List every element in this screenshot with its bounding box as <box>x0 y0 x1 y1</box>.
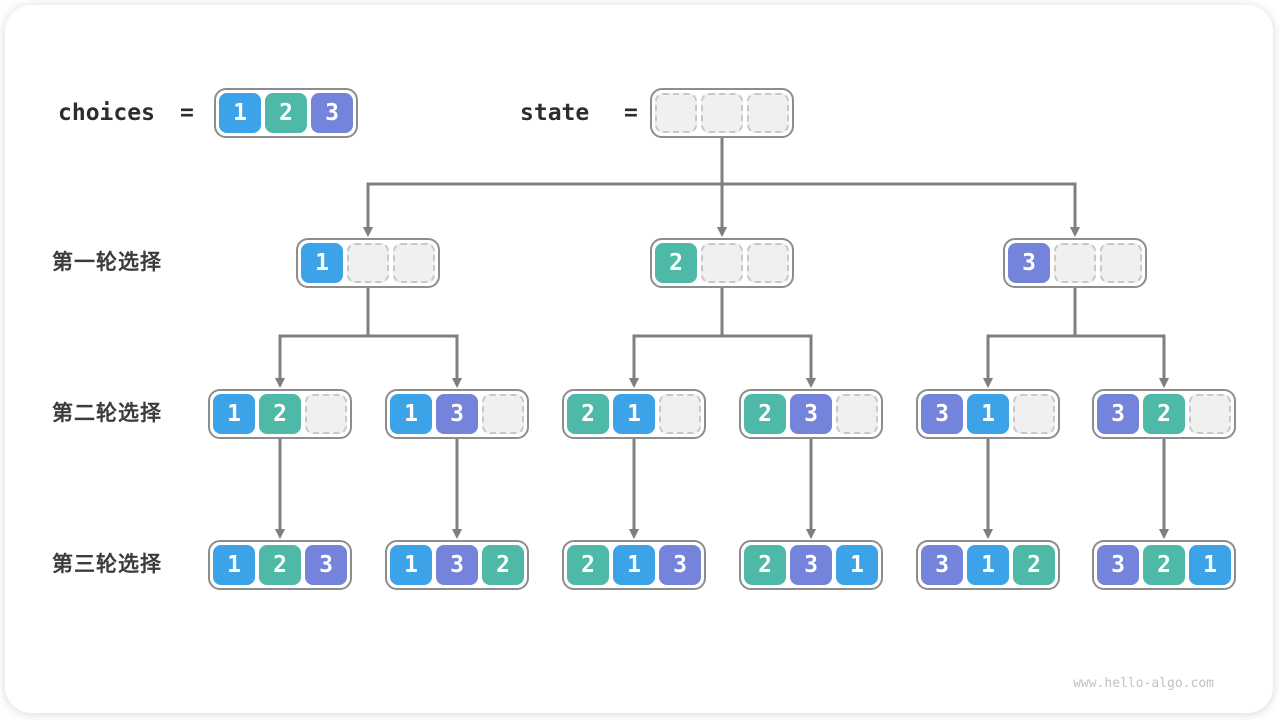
row-label-round3: 第三轮选择 <box>52 553 162 576</box>
array-cell <box>1189 394 1231 434</box>
array-cell <box>655 93 697 133</box>
level3-box-312: 3 1 2 <box>916 540 1060 590</box>
choices-label: choices <box>58 100 155 126</box>
array-cell: 2 <box>744 545 786 585</box>
array-cell: 2 <box>744 394 786 434</box>
array-cell: 1 <box>967 545 1009 585</box>
array-cell: 3 <box>659 545 701 585</box>
choices-equals-sign: = <box>180 100 194 126</box>
array-cell <box>1054 243 1096 283</box>
array-cell: 2 <box>259 394 301 434</box>
array-cell: 2 <box>567 545 609 585</box>
array-cell <box>659 394 701 434</box>
level3-box-321: 3 2 1 <box>1092 540 1236 590</box>
level3-box-231: 2 3 1 <box>739 540 883 590</box>
array-cell <box>347 243 389 283</box>
array-cell <box>305 394 347 434</box>
array-cell: 3 <box>790 545 832 585</box>
array-cell: 1 <box>613 545 655 585</box>
level2-box-12: 1 2 <box>208 389 352 439</box>
array-cell: 1 <box>967 394 1009 434</box>
array-cell <box>747 93 789 133</box>
array-cell: 3 <box>1097 394 1139 434</box>
array-cell: 3 <box>921 394 963 434</box>
array-cell <box>701 93 743 133</box>
level3-box-123: 1 2 3 <box>208 540 352 590</box>
array-cell: 3 <box>790 394 832 434</box>
array-cell: 2 <box>655 243 697 283</box>
level2-box-21: 2 1 <box>562 389 706 439</box>
array-cell <box>393 243 435 283</box>
level2-box-13: 1 3 <box>385 389 529 439</box>
array-cell: 1 <box>836 545 878 585</box>
level1-box-3: 3 <box>1003 238 1147 288</box>
state-box <box>650 88 794 138</box>
level2-box-23: 2 3 <box>739 389 883 439</box>
array-cell: 3 <box>436 394 478 434</box>
array-cell: 1 <box>213 394 255 434</box>
array-cell <box>701 243 743 283</box>
watermark: www.hello-algo.com <box>1073 676 1214 691</box>
array-cell: 1 <box>301 243 343 283</box>
array-cell: 2 <box>1013 545 1055 585</box>
array-cell: 1 <box>613 394 655 434</box>
array-cell: 2 <box>482 545 524 585</box>
array-cell: 3 <box>311 93 353 133</box>
row-label-round2: 第二轮选择 <box>52 402 162 425</box>
array-cell <box>1100 243 1142 283</box>
array-cell: 2 <box>259 545 301 585</box>
level2-box-32: 3 2 <box>1092 389 1236 439</box>
array-cell: 2 <box>1143 394 1185 434</box>
array-cell: 1 <box>213 545 255 585</box>
array-cell: 2 <box>567 394 609 434</box>
row-label-round1: 第一轮选择 <box>52 251 162 274</box>
array-cell: 3 <box>305 545 347 585</box>
level3-box-132: 1 3 2 <box>385 540 529 590</box>
array-cell: 1 <box>390 545 432 585</box>
array-cell <box>482 394 524 434</box>
array-cell: 1 <box>1189 545 1231 585</box>
array-cell: 2 <box>1143 545 1185 585</box>
level1-box-2: 2 <box>650 238 794 288</box>
state-label: state <box>520 100 590 126</box>
state-equals-sign: = <box>624 100 638 126</box>
array-cell: 3 <box>1097 545 1139 585</box>
array-cell: 1 <box>390 394 432 434</box>
choices-box: 1 2 3 <box>214 88 358 138</box>
level2-box-31: 3 1 <box>916 389 1060 439</box>
level3-box-213: 2 1 3 <box>562 540 706 590</box>
array-cell: 3 <box>436 545 478 585</box>
array-cell: 2 <box>265 93 307 133</box>
array-cell <box>836 394 878 434</box>
array-cell: 3 <box>921 545 963 585</box>
array-cell: 3 <box>1008 243 1050 283</box>
array-cell <box>747 243 789 283</box>
array-cell <box>1013 394 1055 434</box>
array-cell: 1 <box>219 93 261 133</box>
level1-box-1: 1 <box>296 238 440 288</box>
